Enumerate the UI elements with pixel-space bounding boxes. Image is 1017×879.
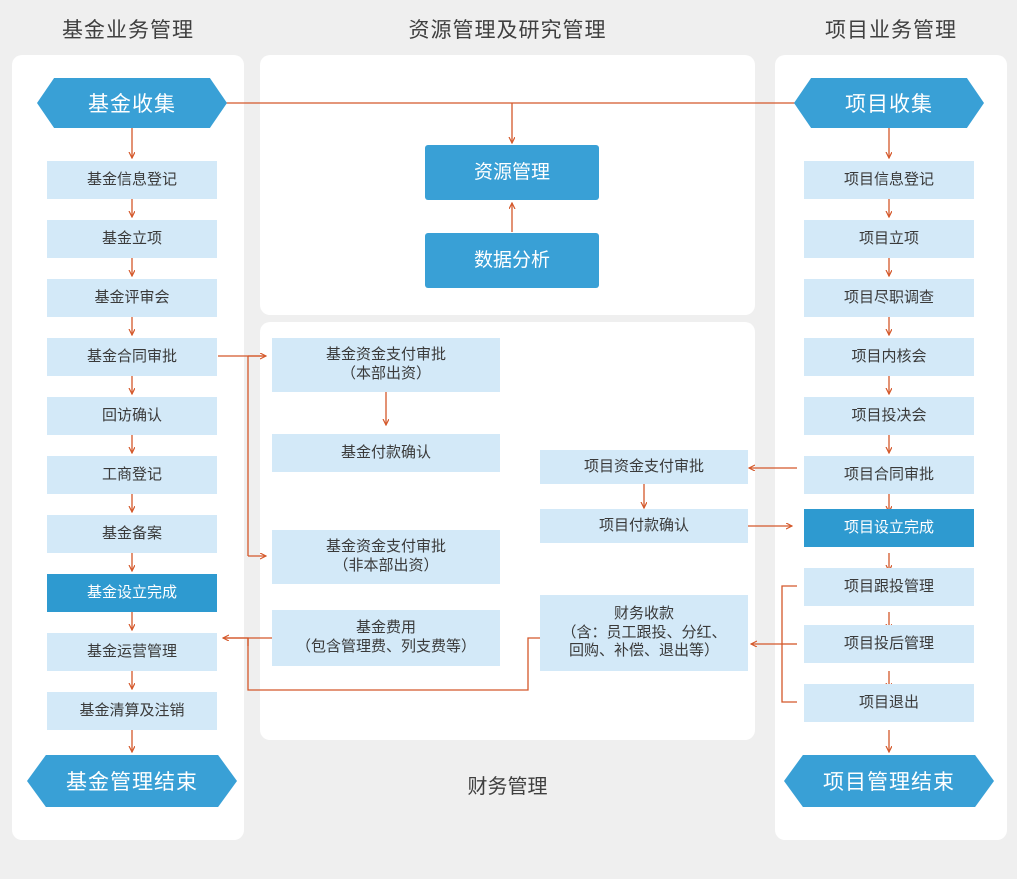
fund-pay-approval-internal-line2: （本部出资）: [340, 365, 431, 382]
finance-receipt-line1: 财务收款: [613, 604, 674, 622]
fund-pay-approval-internal-line1: 基金资金支付审批: [325, 346, 446, 364]
fund-step-0[interactable]: 基金信息登记: [47, 161, 217, 199]
project-start[interactable]: 项目收集: [794, 78, 984, 128]
fund-step-7-highlight[interactable]: 基金设立完成: [47, 574, 217, 612]
fund-fee-line2: （包含管理费、列支费等）: [295, 638, 476, 655]
project-step-9[interactable]: 项目退出: [804, 684, 974, 722]
fund-step-6[interactable]: 基金备案: [47, 515, 217, 553]
fund-step-1[interactable]: 基金立项: [47, 220, 217, 258]
project-step-6-highlight[interactable]: 项目设立完成: [804, 509, 974, 547]
project-payment-confirm[interactable]: 项目付款确认: [540, 509, 748, 543]
finance-receipt-node[interactable]: 财务收款 （含：员工跟投、分红、 回购、补偿、退出等）: [540, 595, 748, 671]
project-step-5[interactable]: 项目合同审批: [804, 456, 974, 494]
data-analysis-node[interactable]: 数据分析: [425, 233, 599, 288]
project-end[interactable]: 项目管理结束: [784, 755, 994, 807]
finance-receipt-line2: （含：员工跟投、分红、: [561, 623, 727, 641]
project-step-7[interactable]: 项目跟投管理: [804, 568, 974, 606]
fund-pay-approval-external-line1: 基金资金支付审批: [325, 538, 446, 556]
fund-pay-approval-external-line2: （非本部出资）: [333, 557, 439, 574]
fund-step-2[interactable]: 基金评审会: [47, 279, 217, 317]
fund-end[interactable]: 基金管理结束: [27, 755, 237, 807]
column-title-resource: 资源管理及研究管理: [408, 19, 607, 42]
fund-payment-confirm[interactable]: 基金付款确认: [272, 434, 500, 472]
resource-management-node[interactable]: 资源管理: [425, 145, 599, 200]
project-pay-approval[interactable]: 项目资金支付审批: [540, 450, 748, 484]
column-title-fund: 基金业务管理: [62, 19, 194, 42]
fund-pay-approval-internal[interactable]: 基金资金支付审批 （本部出资）: [272, 338, 500, 392]
fund-step-5[interactable]: 工商登记: [47, 456, 217, 494]
project-step-8[interactable]: 项目投后管理: [804, 625, 974, 663]
fund-step-4[interactable]: 回访确认: [47, 397, 217, 435]
column-title-project: 项目业务管理: [825, 19, 957, 42]
fund-start[interactable]: 基金收集: [37, 78, 227, 128]
project-step-3[interactable]: 项目内核会: [804, 338, 974, 376]
project-step-4[interactable]: 项目投决会: [804, 397, 974, 435]
fund-fee-node[interactable]: 基金费用 （包含管理费、列支费等）: [272, 610, 500, 666]
project-step-1[interactable]: 项目立项: [804, 220, 974, 258]
project-step-0[interactable]: 项目信息登记: [804, 161, 974, 199]
finance-receipt-line3: 回购、补偿、退出等）: [568, 642, 719, 660]
fund-fee-line1: 基金费用: [355, 619, 416, 637]
fund-step-3[interactable]: 基金合同审批: [47, 338, 217, 376]
finance-section-label: 财务管理: [467, 776, 548, 798]
fund-step-9[interactable]: 基金清算及注销: [47, 692, 217, 730]
project-step-2[interactable]: 项目尽职调查: [804, 279, 974, 317]
fund-step-8[interactable]: 基金运营管理: [47, 633, 217, 671]
fund-pay-approval-external[interactable]: 基金资金支付审批 （非本部出资）: [272, 530, 500, 584]
